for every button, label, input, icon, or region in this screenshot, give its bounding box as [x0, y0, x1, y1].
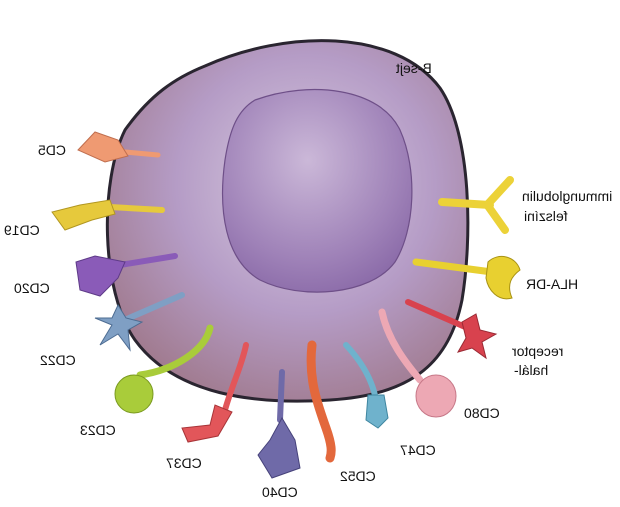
label-cd23: CD23 — [80, 422, 116, 438]
nucleus — [223, 90, 412, 293]
label-cd22: CD22 — [40, 352, 76, 368]
label-cd40: CD40 — [262, 484, 298, 500]
label-immunoglobulin: immunglobulin — [522, 188, 612, 204]
label-cd37: CD37 — [166, 455, 202, 471]
label-cd80: CD80 — [464, 405, 500, 421]
label-receptor: receptor — [512, 343, 563, 359]
label-cd19: CD19 — [4, 222, 40, 238]
label-cd52: CD52 — [340, 468, 376, 484]
label-surface: felszíni — [524, 208, 568, 224]
label-hla-dr: HLA-DR — [526, 276, 578, 292]
label-cd20: CD20 — [14, 280, 50, 296]
label-cd47: CD47 — [400, 442, 436, 458]
label-death: halál- — [514, 362, 548, 378]
label-cd5: CD5 — [38, 142, 66, 158]
cell-title: B-sejt — [396, 60, 432, 76]
